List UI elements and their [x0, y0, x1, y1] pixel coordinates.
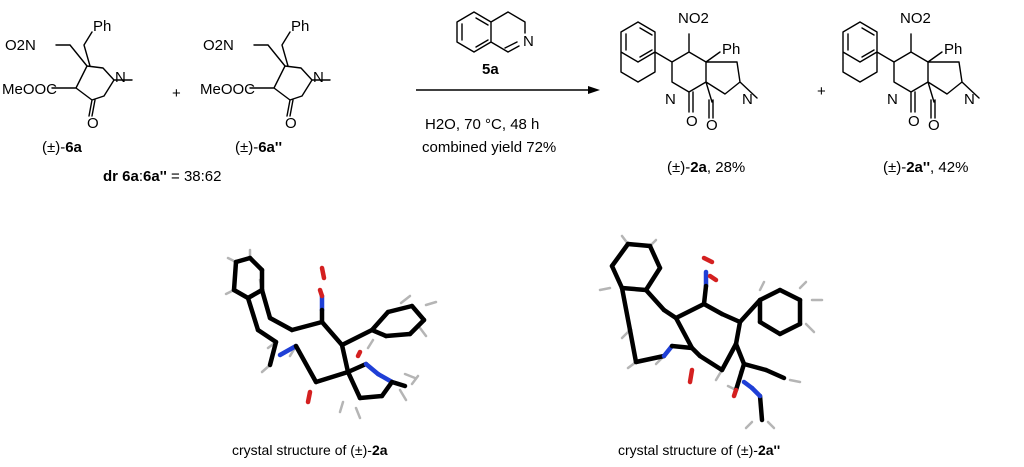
caption-2a-double-prime: crystal structure of (±)-2a''	[618, 442, 780, 458]
crystal-structure-2a: crystal structure of (±)-2a	[224, 248, 438, 458]
plus-sign: +	[172, 85, 181, 102]
phenyl-label: Ph	[291, 18, 309, 35]
label-2a: (±)-2a, 28%	[667, 159, 745, 176]
oxygen-label: O	[908, 113, 920, 130]
reaction-arrow	[416, 86, 600, 94]
oxygen-label: O	[285, 115, 297, 132]
nitro-group: O2N	[5, 37, 36, 54]
nitrogen-label-2: N	[742, 91, 753, 108]
phenyl-label: Ph	[944, 41, 962, 58]
nitrogen-label-2: N	[964, 91, 975, 108]
reagent-5a: N 5a	[456, 11, 534, 78]
phenyl-label: Ph	[93, 18, 111, 35]
conditions-line-1: H2O, 70 °C, 48 h	[425, 116, 539, 133]
oxygen-label: O	[87, 115, 99, 132]
caption-2a: crystal structure of (±)-2a	[232, 442, 388, 458]
oxygen-label: O	[686, 113, 698, 130]
phenyl-label: Ph	[722, 41, 740, 58]
nitro-group: NO2	[678, 10, 709, 27]
oxygen-label-2: O	[706, 117, 718, 134]
label-6a-double-prime: (±)-6a''	[235, 139, 282, 156]
ester-label: MeOOC	[2, 81, 57, 98]
nitrogen-label: N	[115, 69, 126, 86]
label-2a-double-prime: (±)-2a'', 42%	[883, 159, 968, 176]
ester-label: MeOOC	[200, 81, 255, 98]
nitrogen-label: N	[887, 91, 898, 108]
conditions-line-2: combined yield 72%	[422, 139, 556, 156]
nitro-group: O2N	[203, 37, 234, 54]
crystal-structure-2a-double-prime: crystal structure of (±)-2a''	[598, 234, 824, 458]
nitro-group: NO2	[900, 10, 931, 27]
diastereomeric-ratio: dr 6a:6a'' = 38:62	[103, 168, 222, 185]
compound-6a-double-prime: O2N Ph N MeOOC O (±)-6a''	[200, 18, 331, 156]
oxygen-label-2: O	[928, 117, 940, 134]
plus-sign: +	[817, 83, 826, 100]
nitrogen-label: N	[313, 69, 324, 86]
product-2a-double-prime: NO2 Ph N N O O (±)-2a'', 42%	[842, 10, 980, 176]
compound-6a: O2N Ph N MeOOC O (±)-6a	[2, 18, 133, 156]
label-6a: (±)-6a	[42, 139, 83, 156]
label-5a: 5a	[482, 61, 499, 78]
product-2a: NO2 Ph N N O O (±)-2a, 28%	[620, 10, 758, 176]
nitrogen-label: N	[523, 33, 534, 50]
nitrogen-label: N	[665, 91, 676, 108]
